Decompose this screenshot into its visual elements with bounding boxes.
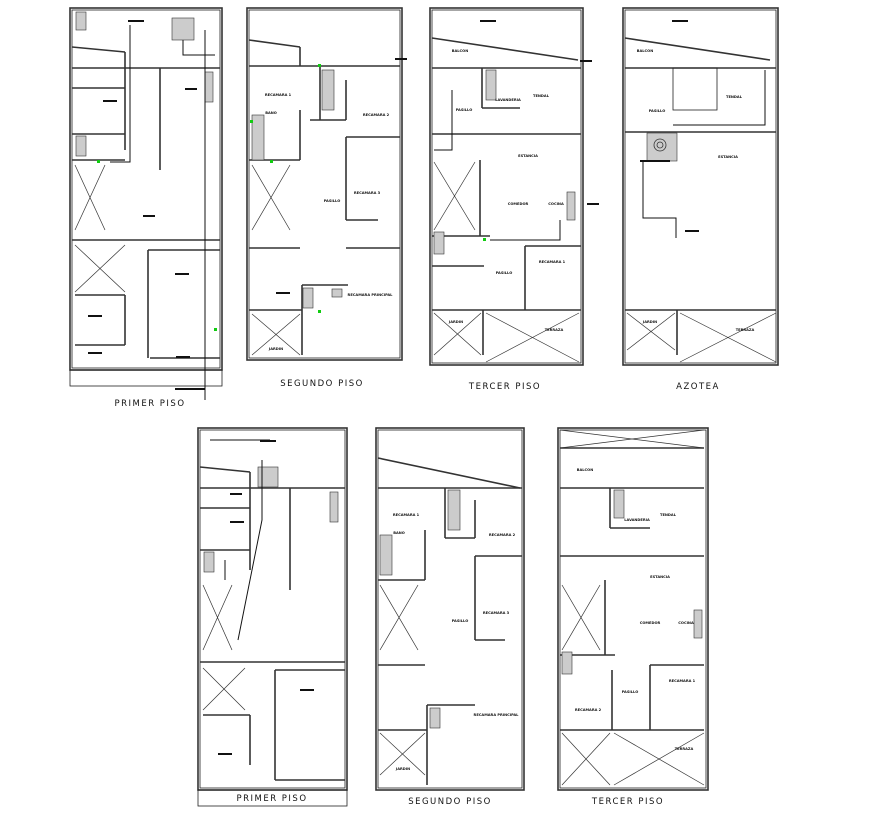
plan-azotea: BALCON TENDAL PASILLO ESTANCIA JARDIN TE… [622,7,779,392]
plan-primer-piso-top: PRIMER PISO [69,7,223,409]
plan-segundo-piso-top: RECAMARA 1 BANO RECAMARA 2 RECAMARA 3 PA… [246,7,407,389]
room-label: RECAMARA 1 [393,513,420,517]
plan-title: TERCER PISO [468,382,541,392]
room-label: RECAMARA 1 [265,93,292,97]
room-label: RECAMARA PRINCIPAL [348,293,394,297]
room-label: BALCON [577,468,594,472]
room-label: LAVANDERIA [624,518,650,522]
room-label: TENDAL [660,513,677,517]
plan-tercer-piso-top: BALCON LAVANDERIA TENDAL PASILLO ESTANCI… [429,7,599,392]
room-label: TERRAZA [545,328,564,332]
plan-title: PRIMER PISO [114,399,185,409]
room-label: ESTANCIA [718,155,738,159]
room-label: TENDAL [533,94,550,98]
room-label: COCINA [678,621,694,625]
room-label: RECAMARA 2 [363,113,390,117]
plan-title: SEGUNDO PISO [408,797,492,807]
room-label: RECAMARA 2 [575,708,602,712]
room-label: PASILLO [324,199,341,203]
room-label: TERRAZA [675,747,694,751]
plan-title: SEGUNDO PISO [280,379,364,389]
plan-primer-piso-bottom: PRIMER PISO [197,427,348,807]
plan-title: PRIMER PISO [236,794,307,804]
room-label: JARDIN [448,320,463,324]
room-label: PASILLO [622,690,639,694]
room-label: PASILLO [649,109,666,113]
room-label: ESTANCIA [650,575,670,579]
room-label: RECAMARA 1 [539,260,566,264]
room-label: JARDIN [395,767,410,771]
plan-tercer-piso-bottom: BALCON LAVANDERIA TENDAL ESTANCIA COMEDO… [557,427,709,807]
plan-title: TERCER PISO [591,797,664,807]
room-label: RECAMARA PRINCIPAL [474,713,520,717]
room-label: RECAMARA 2 [489,533,516,537]
room-label: JARDIN [642,320,657,324]
room-label: TENDAL [726,95,743,99]
room-label: PASILLO [496,271,513,275]
room-label: BALCON [637,49,654,53]
room-label: COMEDOR [640,621,661,625]
room-label: ESTANCIA [518,154,538,158]
room-label: RECAMARA 1 [669,679,696,683]
room-label: BALCON [452,49,469,53]
room-label: RECAMARA 3 [483,611,510,615]
room-label: COMEDOR [508,202,529,206]
room-label: PASILLO [456,108,473,112]
room-label: JARDIN [268,347,283,351]
room-label: PASILLO [452,619,469,623]
room-label: BANO [265,111,277,115]
plan-segundo-piso-bottom: RECAMARA 1 BANO RECAMARA 2 RECAMARA 3 PA… [375,427,525,807]
plan-title: AZOTEA [676,382,720,392]
room-label: LAVANDERIA [495,98,521,102]
room-label: TERRAZA [736,328,755,332]
room-label: BANO [393,531,405,535]
room-label: RECAMARA 3 [354,191,381,195]
room-label: COCINA [548,202,564,206]
